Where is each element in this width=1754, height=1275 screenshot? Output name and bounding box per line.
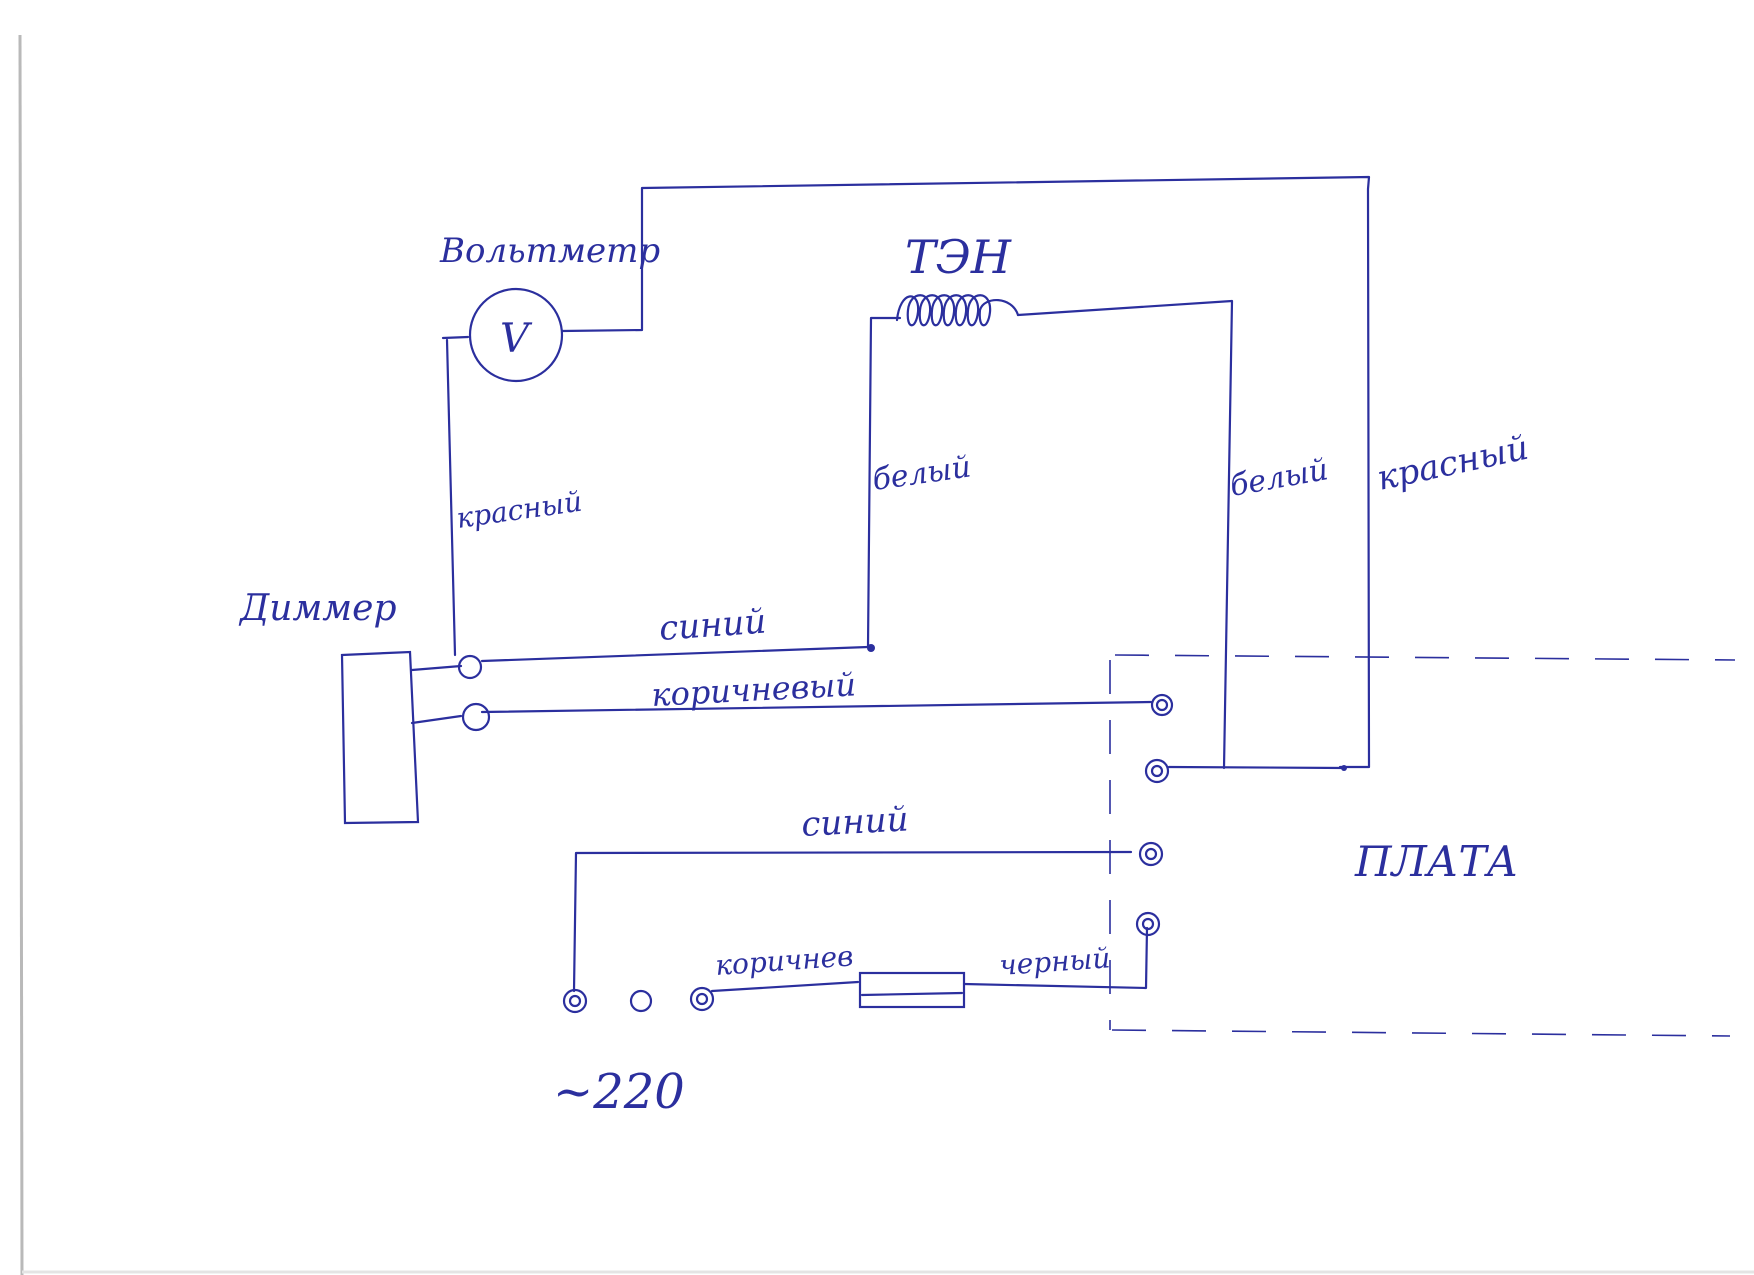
wire-label-blue-top: синий xyxy=(658,602,768,649)
junction-dot-heater xyxy=(867,644,875,652)
wire-blue-bottom xyxy=(572,850,1133,993)
wire-brown-top xyxy=(410,700,1153,725)
wire-black xyxy=(962,926,1149,990)
wire-label-red-right: красный xyxy=(1374,428,1532,499)
wire-terminal-2-bus xyxy=(1167,765,1347,770)
mains-terminal-2 xyxy=(629,989,653,1013)
mains-terminal-1-inner xyxy=(568,994,582,1008)
wire-label-white-left: белый xyxy=(870,449,973,497)
wire-label-red-left: красный xyxy=(454,485,584,535)
board-terminal-2-inner xyxy=(1150,764,1164,778)
board-terminal-3 xyxy=(1138,841,1164,867)
board-terminal-4 xyxy=(1135,911,1161,937)
wire-red-right xyxy=(560,175,1371,769)
wire-label-black: черный xyxy=(998,941,1111,982)
board-terminal-1-inner xyxy=(1155,698,1169,712)
mains-label: ~220 xyxy=(553,1064,685,1120)
heater-label: ТЭН xyxy=(905,230,1012,284)
voltmeter-circle xyxy=(468,287,564,383)
dimmer-terminal-2 xyxy=(461,702,491,732)
wire-label-brown-bottom: коричнев xyxy=(714,939,854,982)
mains-terminal-1 xyxy=(562,988,588,1014)
heater-coil xyxy=(895,294,1020,327)
fuse xyxy=(858,971,966,1009)
board-terminal-1 xyxy=(1150,693,1174,717)
fuse-inner-line xyxy=(860,991,964,997)
mains-terminal-3-inner xyxy=(695,992,709,1006)
board-outline xyxy=(1109,654,1736,1037)
dimmer-box xyxy=(340,650,420,825)
paper-left-edge xyxy=(18,34,24,1275)
voltmeter-symbol: V xyxy=(500,316,533,362)
junction-dot-board xyxy=(1341,765,1347,771)
wire-white-left xyxy=(866,316,902,649)
ink-layer: Вольтметр V ТЭН Диммер ПЛАТА ~220 красны… xyxy=(238,175,1736,1120)
board-label: ПЛАТА xyxy=(1354,837,1518,886)
wire-white-right xyxy=(1016,299,1234,770)
board-terminal-2 xyxy=(1144,758,1170,784)
wire-red-left xyxy=(441,335,470,657)
board-terminal-3-inner xyxy=(1144,847,1158,861)
wire-label-white-right: белый xyxy=(1227,452,1330,504)
dimmer-label: Диммер xyxy=(238,588,397,629)
wire-blue-top xyxy=(410,645,870,672)
board-terminal-4-inner xyxy=(1141,917,1155,931)
dimmer-terminal-1 xyxy=(457,654,483,680)
mains-terminal-3 xyxy=(689,986,715,1012)
wire-label-blue-bottom: синий xyxy=(800,799,909,845)
voltmeter-label: Вольтметр xyxy=(439,231,660,271)
wire-brown-bottom xyxy=(710,980,860,993)
